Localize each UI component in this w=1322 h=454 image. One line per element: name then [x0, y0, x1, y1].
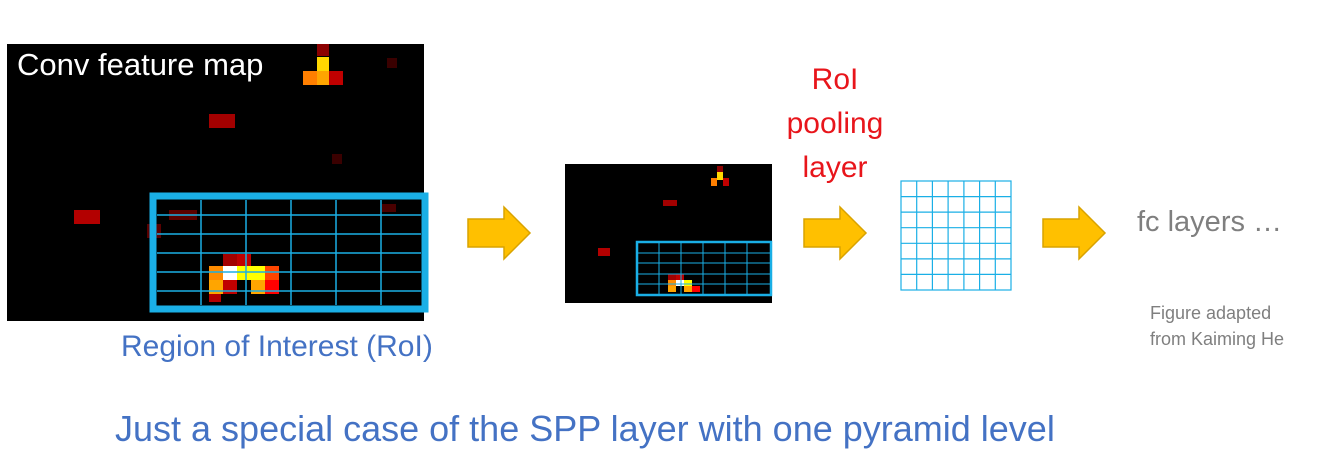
fc-layers-label: fc layers … [1137, 206, 1283, 238]
figure-credit: Figure adapted from Kaiming He [1150, 300, 1284, 352]
credit-line-1: Figure adapted [1150, 303, 1272, 323]
small-map-heat-cells [598, 166, 729, 292]
small-feature-map [565, 164, 773, 303]
roi-grid [157, 200, 421, 305]
right-arrow-icon [803, 205, 868, 261]
right-arrow-icon [1042, 205, 1107, 261]
credit-line-2: from Kaiming He [1150, 329, 1285, 349]
pooled-output-grid [900, 180, 1012, 291]
roi-pooling-label: RoI pooling layer [770, 58, 900, 190]
main-caption: Just a special case of the SPP layer wit… [115, 408, 1055, 449]
roi-pooling-line-1: RoI [811, 63, 859, 96]
roi-pooling-line-2: pooling [786, 107, 884, 140]
small-roi-box [635, 240, 773, 297]
roi-caption: Region of Interest (RoI) [121, 330, 433, 363]
right-arrow-icon [467, 205, 532, 261]
feature-map-title: Conv feature map [17, 47, 264, 82]
conv-feature-map [7, 44, 429, 321]
roi-box [149, 192, 429, 313]
roi-pooling-line-3: layer [802, 151, 868, 184]
